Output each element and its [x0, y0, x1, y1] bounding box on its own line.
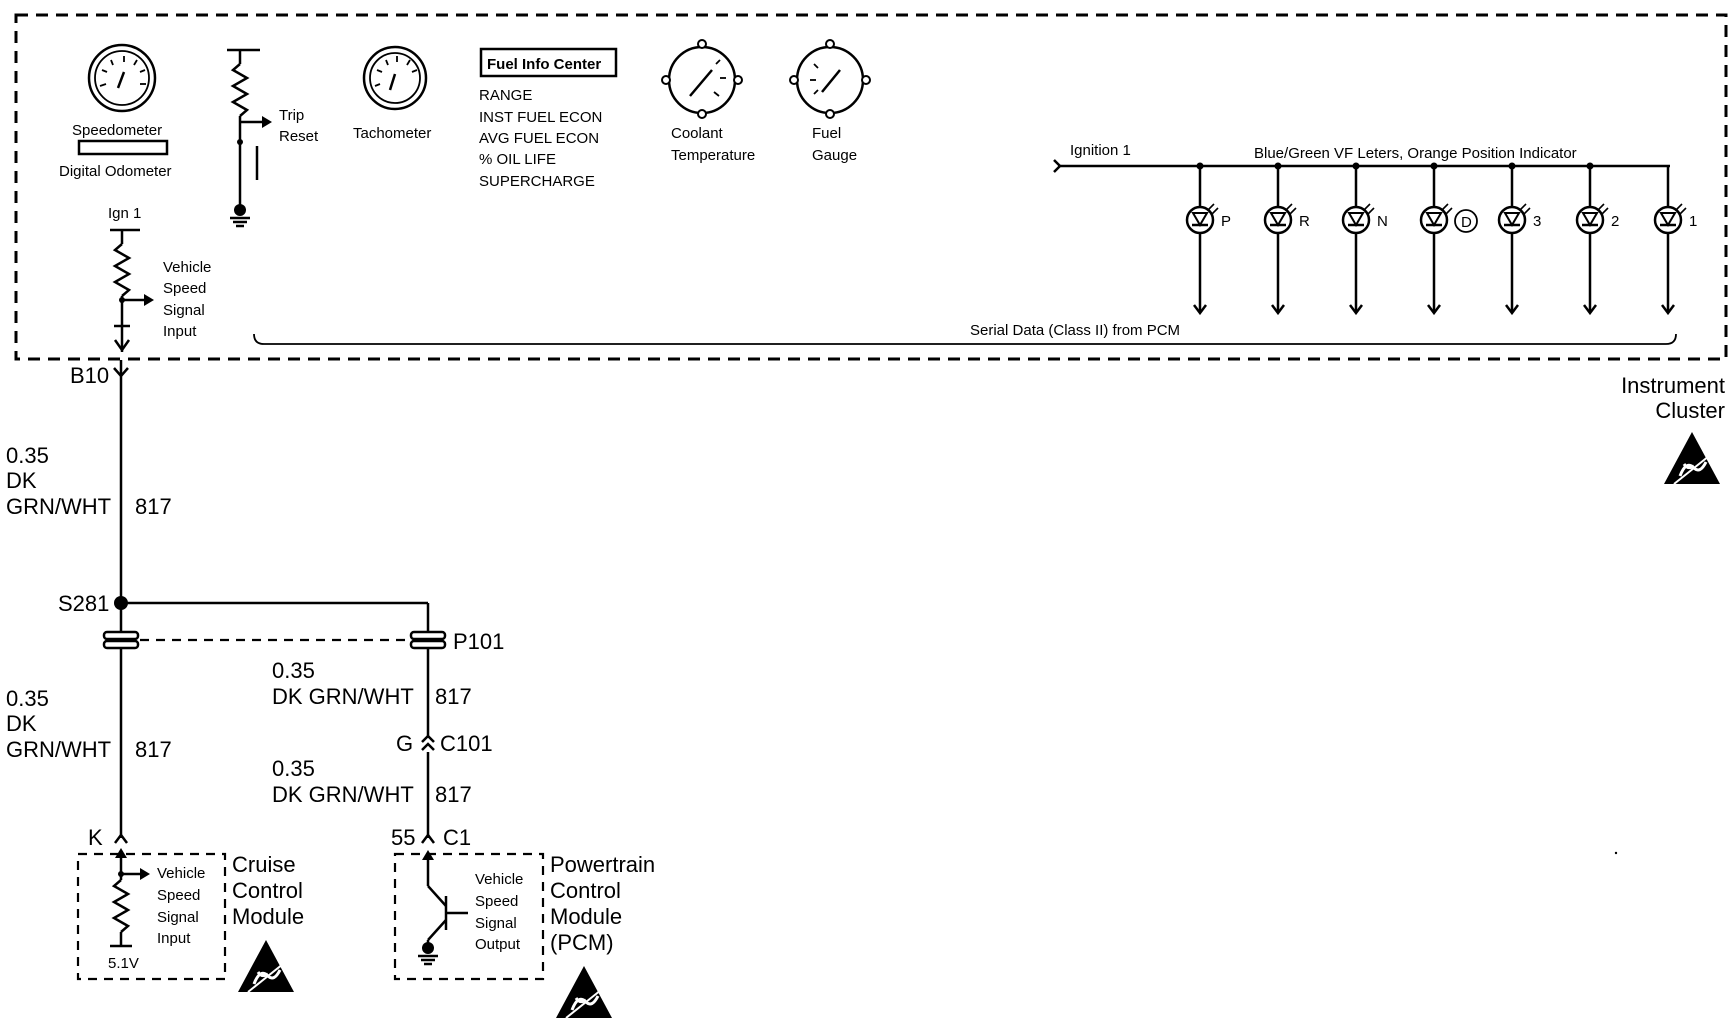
fuel-gauge-icon	[789, 39, 871, 119]
pcm-vss-text: Output	[475, 936, 521, 953]
fuel-info-center-box	[479, 47, 618, 78]
cluster-label: Cluster	[1655, 398, 1725, 423]
vss-input-resistor	[110, 228, 154, 353]
s281-label: S281	[58, 591, 109, 616]
pcm-box	[393, 852, 545, 981]
circuit-number: 817	[435, 684, 472, 709]
k-pin-label: K	[88, 825, 103, 850]
vss-input-text: Signal	[163, 302, 205, 319]
wire-color-text: GRN/WHT	[6, 737, 111, 762]
led-column-p	[1185, 162, 1220, 315]
led-column-r	[1263, 162, 1298, 315]
cruise-module-box	[76, 852, 227, 981]
c1-label: C1	[443, 825, 471, 850]
coolant-temperature-gauge-icon	[661, 39, 743, 119]
led-label-d: D	[1461, 214, 1472, 231]
esd-icon	[554, 964, 614, 1020]
p101-connector	[409, 630, 447, 650]
pin55-label: 55	[391, 825, 415, 850]
wire-color-text: DK GRN/WHT	[272, 782, 414, 807]
cruise-vss-text: Speed	[157, 887, 200, 904]
led-column-d	[1419, 162, 1478, 315]
fuel-info-item: % OIL LIFE	[479, 151, 556, 168]
cruise-vss-text: Input	[157, 930, 191, 947]
vf-caption: Blue/Green VF Leters, Orange Position In…	[1254, 145, 1577, 162]
trip-reset-switch	[227, 48, 272, 228]
b10-label: B10	[70, 363, 109, 388]
fuel-label: Fuel	[812, 125, 841, 142]
led-column-3	[1497, 162, 1532, 315]
c101-label: C101	[440, 731, 493, 756]
ign1-label: Ign 1	[108, 205, 141, 222]
digital-odometer-label: Digital Odometer	[59, 163, 172, 180]
fuel-info-item: INST FUEL ECON	[479, 109, 602, 126]
led-label-2: 2	[1611, 213, 1619, 230]
circuit-number: 817	[135, 494, 172, 519]
vss-input-text: Vehicle	[163, 259, 211, 276]
led-column-n	[1341, 162, 1376, 315]
pcm-vss-text: Speed	[475, 893, 518, 910]
splice-connector-left	[102, 630, 140, 650]
speedometer-label: Speedometer	[72, 122, 162, 139]
p101-label: P101	[453, 629, 504, 654]
pcm-label: (PCM)	[550, 930, 614, 955]
odometer-display	[77, 139, 169, 156]
c101-connector	[421, 734, 435, 751]
pcm-label: Control	[550, 878, 621, 903]
serial-data-label: Serial Data (Class II) from PCM	[970, 322, 1180, 339]
esd-icon	[236, 938, 296, 994]
wire-gauge-text: 0.35	[6, 686, 49, 711]
pcm-vss-text: Signal	[475, 915, 517, 932]
esd-icon	[1662, 430, 1722, 486]
fuel-info-center-title: Fuel Info Center	[487, 56, 601, 73]
fuel-info-item: AVG FUEL ECON	[479, 130, 599, 147]
coolant-label: Coolant	[671, 125, 724, 142]
cruise-vss-resistor	[110, 848, 150, 948]
wire-color-text: DK GRN/WHT	[272, 684, 414, 709]
pcm-vss-transistor	[418, 850, 468, 966]
pcm-label: Powertrain	[550, 852, 655, 877]
led-label-r: R	[1299, 213, 1310, 230]
cruise-vss-text: Signal	[157, 909, 199, 926]
instrument-label: Instrument	[1621, 373, 1725, 398]
temperature-label: Temperature	[671, 147, 755, 164]
serial-data-bracket	[253, 333, 1677, 345]
wire-gauge-text: 0.35	[272, 658, 315, 683]
speedometer-gauge-icon	[87, 43, 157, 113]
pcm-label: Module	[550, 904, 622, 929]
cruise-module-label: Control	[232, 878, 303, 903]
wire-gauge-text: 0.35	[272, 756, 315, 781]
fuel-info-item: RANGE	[479, 87, 532, 104]
circuit-number: 817	[135, 737, 172, 762]
tachometer-label: Tachometer	[353, 125, 431, 142]
wire-gauge-text: 0.35	[6, 443, 49, 468]
tachometer-gauge-icon	[362, 45, 428, 111]
cruise-module-label: Module	[232, 904, 304, 929]
cruise-module-label: Cruise	[232, 852, 296, 877]
g-pin-label: G	[396, 731, 413, 756]
ignition1-label: Ignition 1	[1070, 142, 1131, 159]
gauge-label: Gauge	[812, 147, 857, 164]
instrument-cluster-box	[14, 13, 1728, 361]
circuit-number: 817	[435, 782, 472, 807]
wire-color-text: DK	[6, 711, 37, 736]
wire-color-text: DK	[6, 468, 37, 493]
pcm-vss-text: Vehicle	[475, 871, 523, 888]
fuel-info-item: SUPERCHARGE	[479, 173, 595, 190]
reset-label: Reset	[279, 128, 319, 145]
led-column-1	[1653, 166, 1688, 315]
led-label-n: N	[1377, 213, 1388, 230]
voltage-label: 5.1V	[108, 955, 139, 972]
vss-input-text: Input	[163, 323, 197, 340]
trip-label: Trip	[279, 107, 304, 124]
led-label-p: P	[1221, 213, 1231, 230]
wire-color-text: GRN/WHT	[6, 494, 111, 519]
led-column-2	[1575, 162, 1610, 315]
led-label-1: 1	[1689, 213, 1697, 230]
vss-input-text: Speed	[163, 280, 206, 297]
cruise-vss-text: Vehicle	[157, 865, 205, 882]
led-label-3: 3	[1533, 213, 1541, 230]
